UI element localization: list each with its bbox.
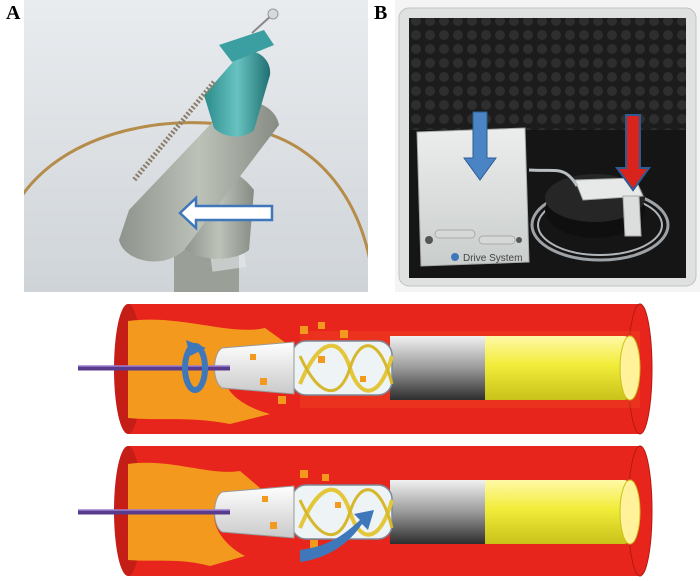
drive-system-brand: Drive System	[451, 253, 522, 264]
vessel-upper	[78, 303, 653, 435]
vessel-lower	[78, 445, 653, 577]
panel-c-catheter-diagram	[0, 296, 700, 581]
drive-system-case-illustration: Drive System	[395, 0, 700, 292]
rotation-arrow-icon	[182, 340, 208, 393]
aspiration-arrow-icon	[300, 510, 374, 562]
arrow-down-red-icon	[615, 114, 651, 192]
arrow-left-icon	[178, 195, 274, 231]
panel-label-a: A	[6, 2, 21, 24]
handheld-device-illustration	[24, 0, 368, 292]
panel-a-device-photo	[24, 0, 368, 292]
panel-b-drive-system-photo: Drive System	[395, 0, 700, 292]
arrow-down-blue-icon	[463, 111, 497, 181]
panel-label-b: B	[374, 2, 388, 24]
artery-cross-section-illustration	[0, 296, 700, 581]
brand-text: Drive System	[463, 253, 522, 264]
